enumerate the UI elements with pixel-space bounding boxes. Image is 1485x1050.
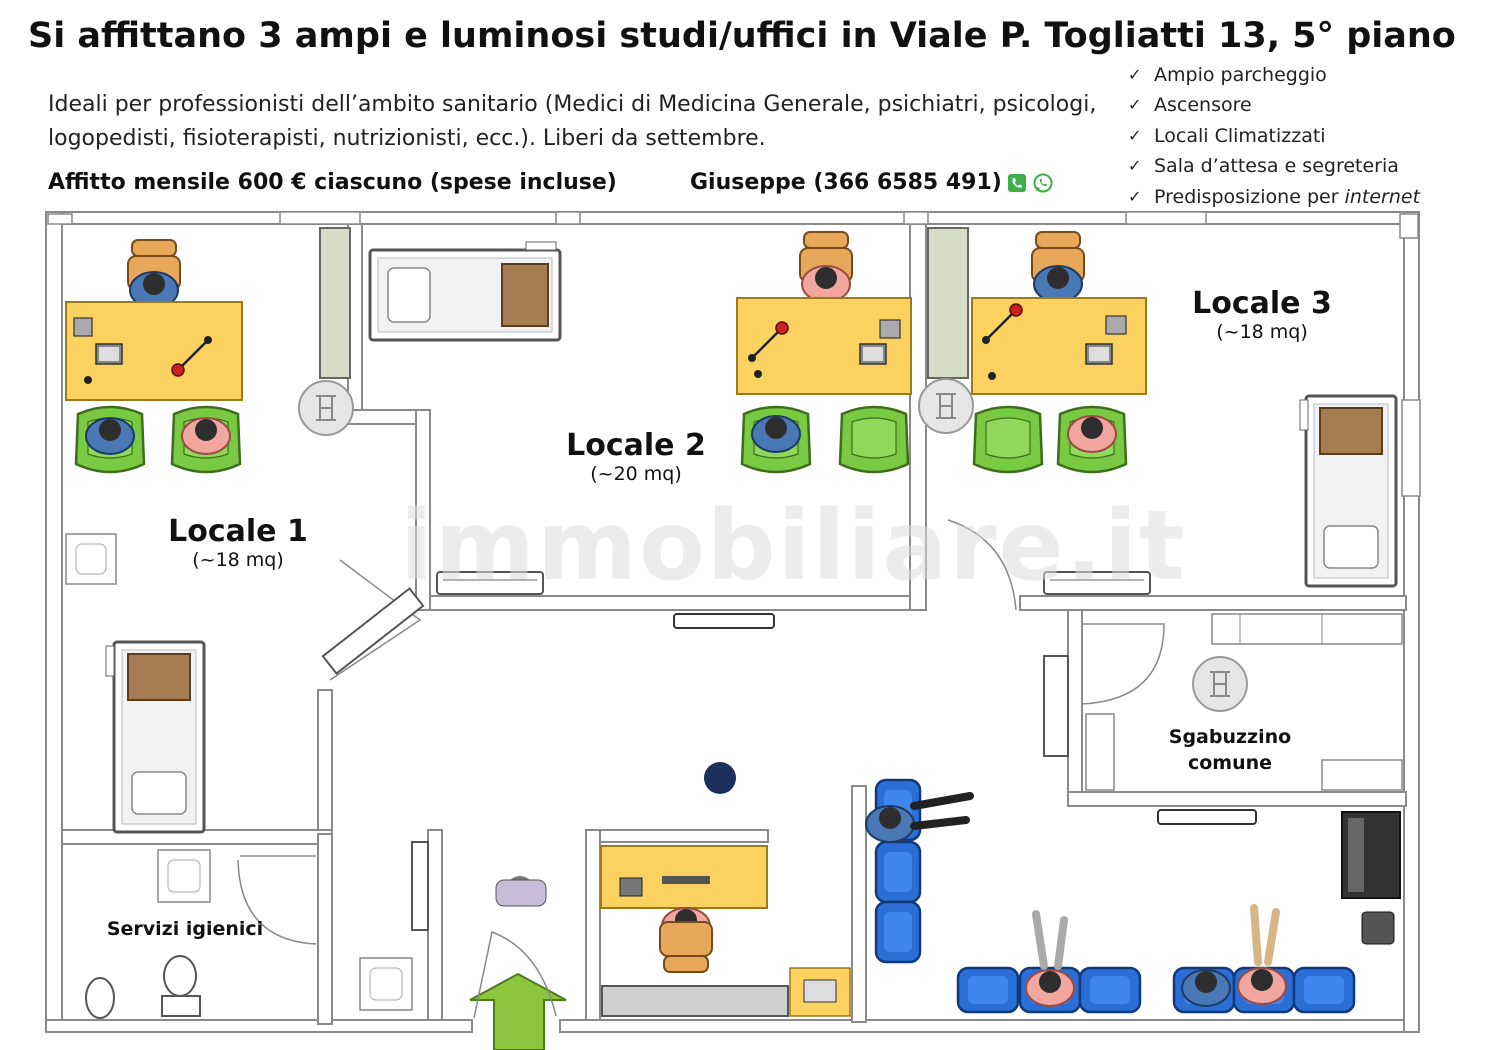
locale2-furniture xyxy=(321,231,912,681)
checkmark-icon: ✓ xyxy=(1128,65,1142,84)
feature-item: ✓Predisposizione per internet xyxy=(1128,182,1420,212)
locale3-furniture xyxy=(918,227,1398,611)
entrance-arrow-icon xyxy=(469,930,567,1050)
checkmark-icon: ✓ xyxy=(1128,186,1142,206)
bathroom-furniture xyxy=(85,841,429,1019)
feature-item: ✓Locali Climatizzati xyxy=(1128,121,1420,151)
feature-item: ✓Sala d’attesa e segreteria xyxy=(1128,151,1420,181)
feature-item: ✓Ampio parcheggio xyxy=(1128,60,1420,90)
contact-info: Giuseppe (366 6585 491) xyxy=(690,170,1054,195)
rent-info: Affitto mensile 600 € ciascuno (spese in… xyxy=(48,170,617,195)
intro-text: Ideali per professionisti dell’ambito sa… xyxy=(48,92,1097,151)
whatsapp-icon xyxy=(1033,173,1053,192)
feature-italic: internet xyxy=(1344,185,1421,208)
phone-icon xyxy=(1007,173,1026,192)
contact-text: Giuseppe (366 6585 491) xyxy=(690,170,1002,195)
reception-furniture xyxy=(495,762,1401,1017)
room-label-locale2: Locale 2 (~20 mq) xyxy=(566,428,706,485)
room-label-servizi: Servizi igienici xyxy=(106,918,264,940)
windows xyxy=(47,211,1421,497)
features-list: ✓Ampio parcheggio ✓Ascensore ✓Locali Cli… xyxy=(1128,60,1420,212)
feature-item: ✓Ascensore xyxy=(1128,90,1420,120)
checkmark-icon: ✓ xyxy=(1128,95,1142,115)
watermark: immobiliare.it xyxy=(400,490,1187,602)
room-label-locale1: Locale 1 (~18 mq) xyxy=(168,514,308,571)
room-label-sgabuzzino: Sgabuzzino comune xyxy=(1168,726,1292,774)
page-title: Si affittano 3 ampi e luminosi studi/uff… xyxy=(28,16,1456,56)
locale1-furniture xyxy=(65,227,354,834)
checkmark-icon: ✓ xyxy=(1128,125,1142,145)
checkmark-icon: ✓ xyxy=(1128,156,1142,176)
room-label-locale3: Locale 3 (~18 mq) xyxy=(1192,286,1332,343)
storage-furniture xyxy=(1043,613,1403,825)
walls xyxy=(45,211,1420,1033)
